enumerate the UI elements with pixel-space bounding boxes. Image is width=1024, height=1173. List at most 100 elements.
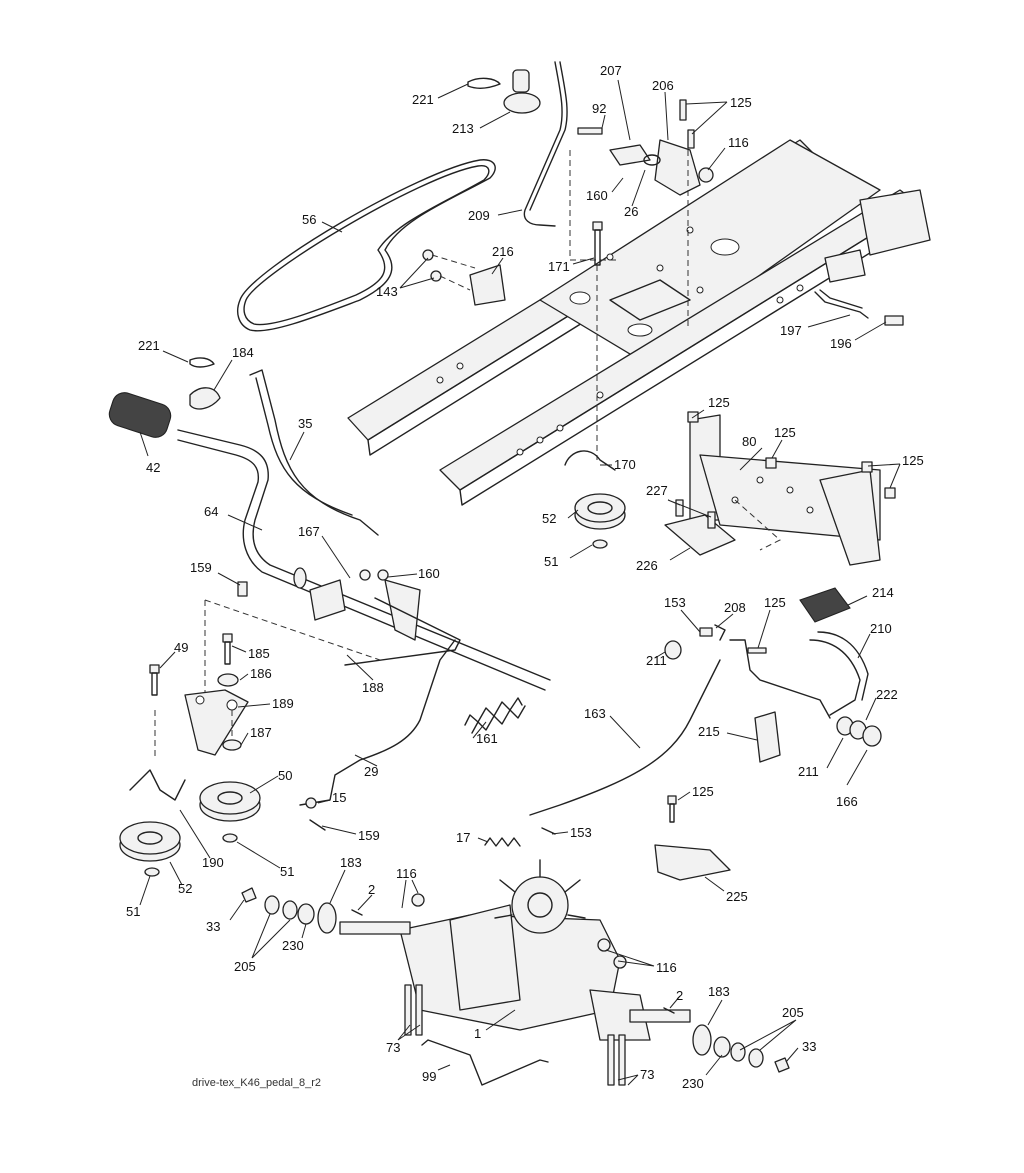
callout-33: 33	[206, 919, 220, 934]
pulley-50	[199, 781, 261, 843]
callout-159-b: 159	[358, 828, 380, 843]
callout-51-b: 51	[126, 904, 140, 919]
callout-225: 225	[726, 889, 748, 904]
callout-207: 207	[600, 63, 622, 78]
callout-185: 185	[248, 646, 270, 661]
callout-116-b: 116	[396, 866, 417, 881]
callout-167: 167	[298, 524, 320, 539]
callout-15: 15	[332, 790, 346, 805]
callout-64: 64	[204, 504, 218, 519]
callout-215: 215	[698, 724, 720, 739]
callout-222: 222	[876, 687, 898, 702]
callout-26: 26	[624, 204, 638, 219]
callout-221-b: 221	[138, 338, 160, 353]
callout-1: 1	[474, 1026, 481, 1041]
frame-assembly	[347, 139, 931, 506]
callout-125-d: 125	[902, 453, 924, 468]
drive-belt	[237, 159, 496, 332]
callout-2: 2	[368, 882, 375, 897]
callout-210: 210	[870, 621, 892, 636]
callout-214: 214	[872, 585, 894, 600]
callout-160: 160	[586, 188, 608, 203]
shift-lever	[467, 61, 568, 227]
callout-187: 187	[250, 725, 272, 740]
callout-2-b: 2	[676, 988, 683, 1003]
drawing-id: drive-tex_K46_pedal_8_r2	[192, 1077, 321, 1089]
bracket-226	[664, 499, 736, 556]
bolt-171	[592, 221, 603, 460]
callout-170: 170	[614, 457, 636, 472]
callout-213: 213	[452, 121, 474, 136]
callout-29: 29	[364, 764, 378, 779]
callout-73-b: 73	[640, 1067, 654, 1082]
rear-bracket	[687, 411, 896, 566]
callout-184: 184	[232, 345, 254, 360]
callout-143: 143	[376, 284, 398, 299]
callout-216: 216	[492, 244, 514, 259]
callout-171: 171	[548, 259, 570, 274]
callout-160-b: 160	[418, 566, 440, 581]
callout-161: 161	[476, 731, 498, 746]
pivot-hardware	[204, 567, 461, 700]
callout-49: 49	[174, 640, 188, 655]
callout-209: 209	[468, 208, 490, 223]
callout-52-b: 52	[542, 511, 556, 526]
callout-197: 197	[780, 323, 802, 338]
callout-153: 153	[570, 825, 592, 840]
callout-125-b: 125	[708, 395, 730, 410]
rod-197	[814, 289, 904, 326]
callout-153-b: 153	[664, 595, 686, 610]
transaxle	[339, 859, 691, 1086]
callout-labels: 221 213 56 209 92 207 206 125 116 160 26…	[126, 63, 924, 1091]
callout-125-c: 125	[774, 425, 796, 440]
pedal-grip	[108, 357, 221, 438]
callout-125-e: 125	[764, 595, 786, 610]
rod-99	[421, 1039, 549, 1086]
idler-pulley-upper	[564, 450, 626, 549]
spring-17	[484, 837, 521, 847]
callout-35: 35	[298, 416, 312, 431]
callout-163: 163	[584, 706, 606, 721]
callout-221: 221	[412, 92, 434, 107]
idler-arm-plate	[149, 633, 249, 760]
callout-51: 51	[280, 864, 294, 879]
callout-80: 80	[742, 434, 756, 449]
pulley-52-lower	[119, 769, 186, 877]
callout-50: 50	[278, 768, 292, 783]
callout-188: 188	[362, 680, 384, 695]
callout-125: 125	[730, 95, 752, 110]
callout-230: 230	[282, 938, 304, 953]
bracket-225	[654, 795, 731, 881]
rod-29	[299, 639, 456, 831]
callout-227: 227	[646, 483, 668, 498]
callout-73: 73	[386, 1040, 400, 1055]
callout-92: 92	[592, 101, 606, 116]
callout-159: 159	[190, 560, 212, 575]
callout-125-f: 125	[692, 784, 714, 799]
callout-205: 205	[234, 959, 256, 974]
rod-35	[249, 369, 379, 536]
left-axle-hardware	[241, 887, 363, 934]
callout-189: 189	[272, 696, 294, 711]
callout-183: 183	[340, 855, 362, 870]
callout-211-b: 211	[798, 764, 819, 779]
leader-lines	[139, 79, 901, 1086]
callout-17: 17	[456, 830, 470, 845]
callout-183-b: 183	[708, 984, 730, 999]
callout-166: 166	[836, 794, 858, 809]
callout-51-c: 51	[544, 554, 558, 569]
callout-116-c: 116	[656, 960, 677, 975]
callout-226: 226	[636, 558, 658, 573]
callout-42: 42	[146, 460, 160, 475]
upper-bracket	[569, 99, 714, 330]
callout-230-b: 230	[682, 1076, 704, 1091]
callout-56: 56	[302, 212, 316, 227]
right-axle-hardware	[663, 1007, 790, 1073]
spring-161	[464, 697, 526, 734]
callout-52: 52	[178, 881, 192, 896]
brake-pedal	[664, 587, 882, 763]
callout-205-b: 205	[782, 1005, 804, 1020]
rod-163	[529, 659, 721, 835]
callout-186: 186	[250, 666, 272, 681]
